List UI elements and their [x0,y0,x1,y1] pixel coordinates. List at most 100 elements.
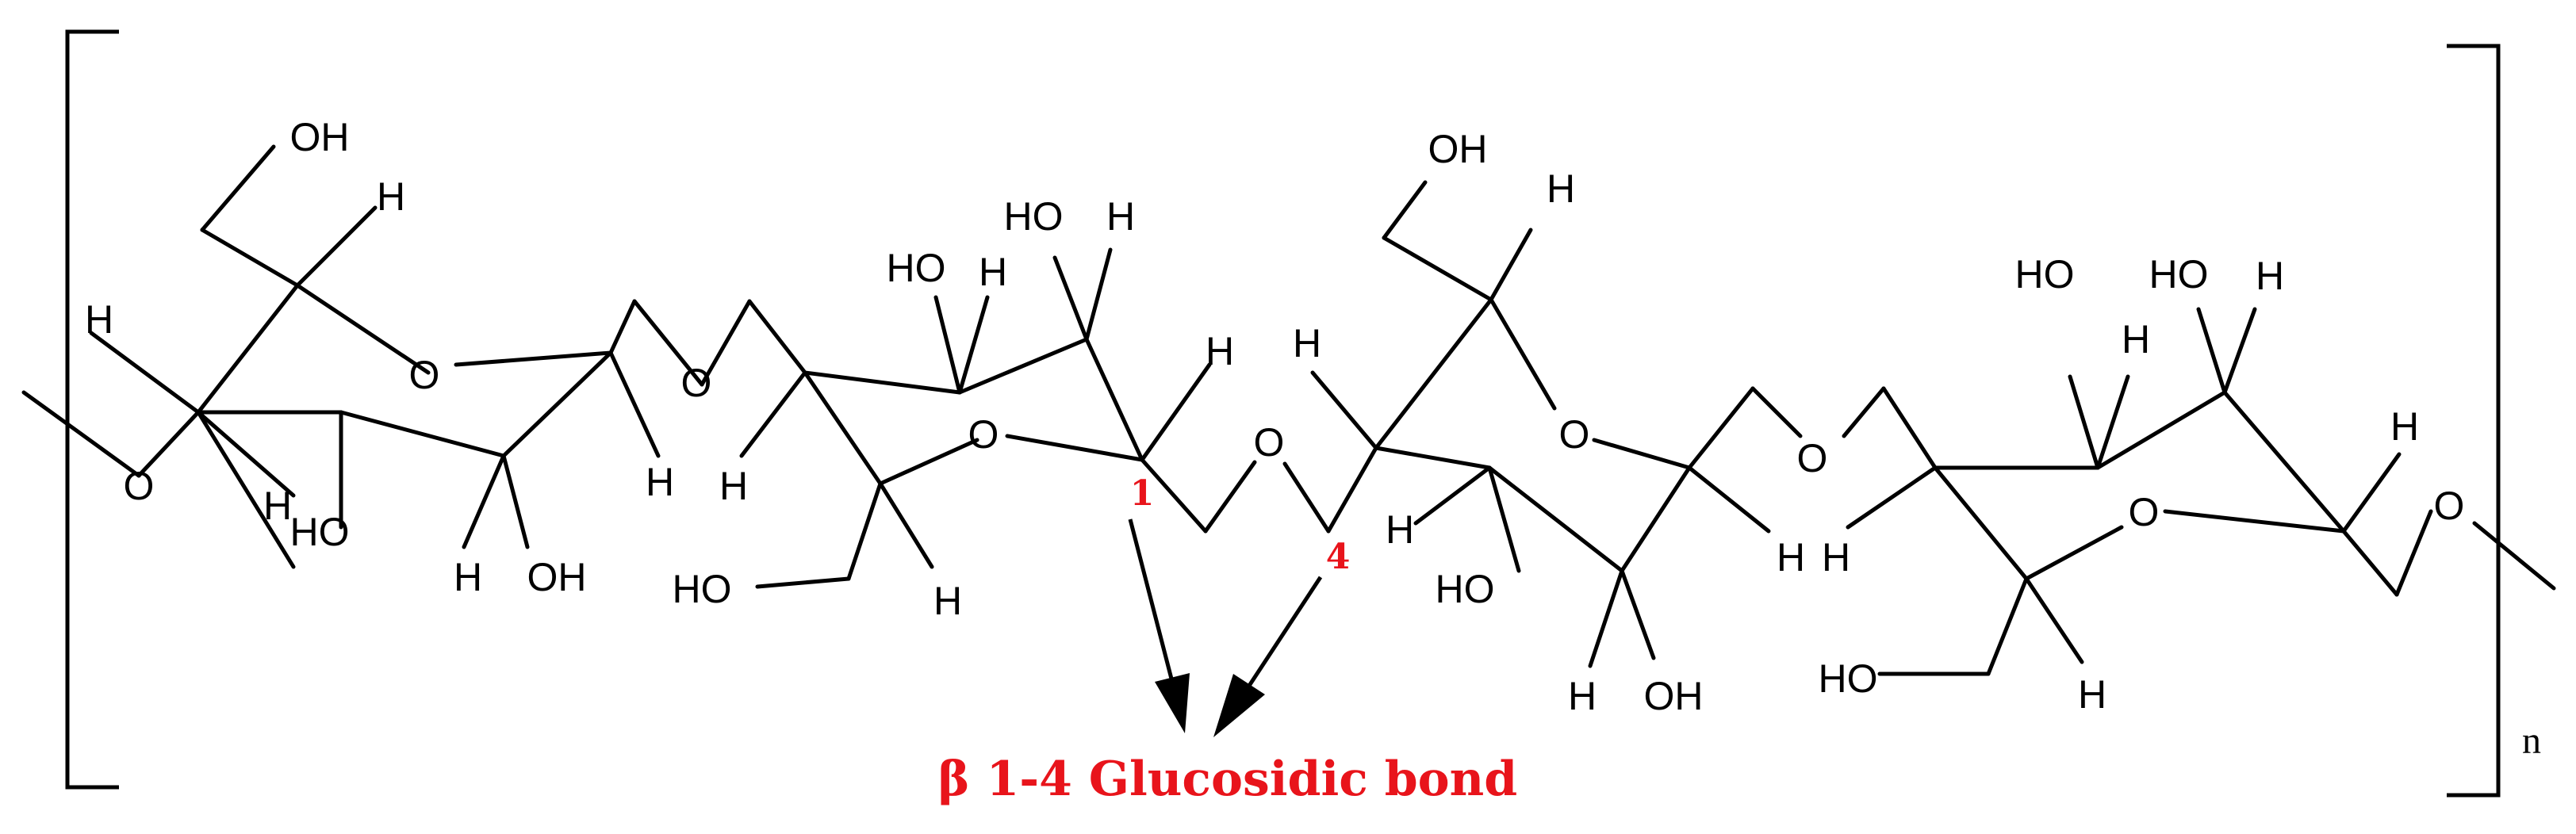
bond-line [803,370,883,486]
bond-line [2341,529,2399,597]
atom-label-o: O [2434,484,2465,528]
arrow-from-carbon-4 [1247,576,1323,687]
bond-line [846,481,883,581]
carbon-4-label: 4 [1326,537,1351,577]
atom-label-h: H [1293,321,1321,365]
bond-line [2163,509,2346,534]
atom-label-h: H [1386,507,1414,552]
bond-line [700,299,752,387]
bond-line [1382,180,1428,240]
bond-line [608,350,661,458]
bond-line [1592,438,1692,470]
bond-line [1140,457,1208,534]
bond-line [1881,386,1938,470]
bond-line [136,410,201,478]
bond-line [295,283,431,375]
bond-line [1933,465,2029,581]
bond-line [1052,255,1089,342]
arrowhead-4 [1213,674,1265,737]
bond-line [1842,386,1886,438]
bond-line [200,228,300,288]
atom-label-ho: HO [290,510,350,554]
atom-label-ho: HO [887,246,946,290]
bond-line [1310,370,1378,450]
arrow-from-carbon-1 [1128,518,1175,683]
bond-line [196,410,296,569]
atom-label-oh: OH [1428,127,1488,171]
left-bracket [65,29,119,790]
repeat-subscript: n [2522,720,2541,762]
bond-line [1588,568,1624,668]
atom-label-o: O [124,464,155,508]
atom-label-o: O [1797,436,1828,480]
atom-label-h: H [1777,535,1805,580]
bond-line [2196,307,2227,395]
bond-line [878,438,979,486]
atom-label-h: H [2122,317,2150,362]
bond-line [454,350,613,367]
atom-label-h: H [2390,404,2419,449]
bond-line [2024,525,2124,581]
atom-label-o: O [1254,420,1285,465]
atom-label-oh: OH [527,555,587,599]
bond-line [2024,576,2084,664]
bond-line [1620,465,1692,573]
atom-label-o: O [2129,490,2160,534]
bond-line [2222,307,2257,395]
bond-line [501,350,613,458]
atom-label-ho: HO [1004,194,1064,239]
bond-line [200,144,276,232]
bond-line [1687,465,1771,534]
atom-label-h: H [646,460,674,504]
bond-line [878,481,934,569]
bond-line [608,299,637,355]
bond-line [339,410,506,458]
bond-line [957,337,1089,395]
bond-line [1487,465,1624,573]
atom-label-h: H [2256,254,2284,298]
bond-line [1489,228,1533,302]
bond-line [1489,297,1557,411]
atom-label-ho: HO [1436,567,1495,611]
carbon-1-label: 1 [1130,473,1155,514]
bond-line [501,453,530,549]
bond-line [1382,235,1493,302]
bond-line [803,370,962,395]
bond-line [2472,521,2556,591]
bond-line [1846,465,1938,530]
bond-line [739,370,807,458]
atom-label-h: H [1547,166,1575,211]
atom-label-ho: HO [1819,656,1878,701]
bond-line [2341,452,2402,534]
bond-line [632,299,704,387]
bond-line [89,331,201,415]
bond-line [1750,386,1803,438]
bond-line [1203,460,1257,534]
bond-line [2068,374,2100,470]
bond-line [1986,576,2029,676]
atom-label-ho: HO [2149,252,2209,296]
atom-label-oh: OH [1644,674,1704,718]
atom-label-h: H [454,555,482,599]
bond-line [2095,374,2130,470]
bond-line [1487,465,1521,573]
bond-line [21,390,141,478]
atom-label-h: H [377,174,405,219]
atom-label-o: O [1559,412,1590,457]
bond-line [1374,297,1493,450]
bond-line [1374,446,1492,470]
bond-line [196,410,296,498]
bond-line [933,295,962,395]
bond-line [2222,390,2346,534]
atom-label-h: H [2078,672,2106,717]
bond-line [196,283,300,415]
bond-line [957,295,990,395]
bond-line [295,205,378,288]
atom-label-h: H [933,579,962,623]
atom-label-oh: OH [290,115,350,159]
atom-label-h: H [1106,194,1135,239]
atom-label-h: H [979,250,1007,294]
